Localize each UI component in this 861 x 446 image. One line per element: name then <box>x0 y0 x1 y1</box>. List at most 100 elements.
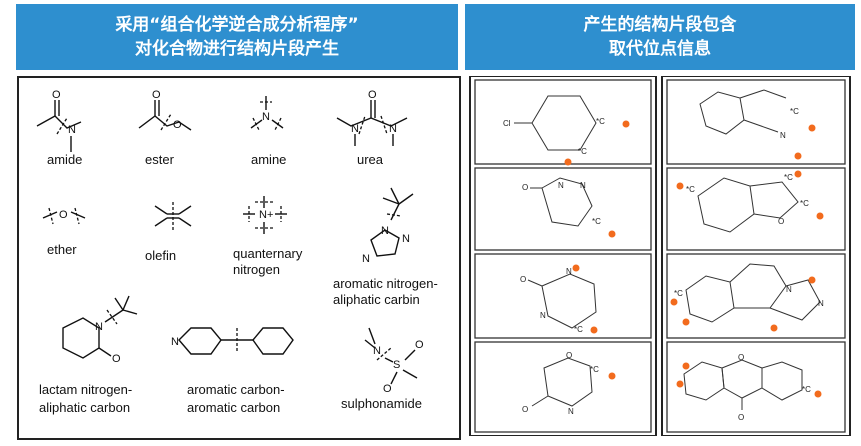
site-marker <box>816 212 824 220</box>
site-marker <box>676 380 684 388</box>
site-marker <box>670 298 678 306</box>
frag3-o: O <box>522 183 528 192</box>
ester-o2: O <box>173 119 182 131</box>
frag7-c: *C <box>590 365 599 374</box>
site-marker <box>590 326 598 334</box>
label-lactam-2: aliphatic carbon <box>39 400 130 415</box>
frag1-c: *C <box>578 147 587 156</box>
fragment-pyridazinone: O N N *C <box>522 177 601 227</box>
pyridine-n: N <box>171 336 179 348</box>
lactam-o: O <box>112 353 121 365</box>
triazole-n1: N <box>381 225 389 237</box>
site-marker <box>682 318 690 326</box>
left-header: 采用“组合化学逆合成分析程序” 对化合物进行结构片段产生 <box>16 4 458 70</box>
fragment-tricyclic: N N *C <box>674 263 824 323</box>
frag3-n1: N <box>558 181 564 190</box>
fragment-pyrimidinone: O N N *C <box>520 267 597 334</box>
frag1-cl: Cl <box>503 119 511 128</box>
label-aromatic-n-1: aromatic nitrogen- <box>333 276 438 291</box>
amine-n: N <box>262 111 270 123</box>
site-marker <box>808 276 816 284</box>
site-marker <box>564 158 572 166</box>
label-aromatic-n-2: aliphatic carbin <box>333 292 420 307</box>
fragment-benzofuran: O *C *C *C <box>686 173 809 233</box>
frag6-n2: N <box>818 299 824 308</box>
label-amine: amine <box>251 152 286 167</box>
frag3-c: *C <box>592 217 601 226</box>
lactam-n: N <box>95 321 103 333</box>
frag5-o: O <box>520 275 526 284</box>
ester-o1: O <box>152 89 161 101</box>
frag6-c1: *C <box>674 289 683 298</box>
frag4-c2: *C <box>784 173 793 182</box>
site-marker <box>608 372 616 380</box>
frag4-c3: *C <box>800 199 809 208</box>
site-marker <box>770 324 778 332</box>
site-marker <box>622 120 630 128</box>
urea-n2: N <box>389 123 397 135</box>
right-header: 产生的结构片段包含 取代位点信息 <box>465 4 855 70</box>
label-ester: ester <box>145 152 175 167</box>
frag3-n2: N <box>580 181 586 190</box>
label-quaternary-2: nitrogen <box>233 262 280 277</box>
sulfonamide-n: N <box>373 345 381 357</box>
sulphonamide-structure: N S O O <box>364 327 424 395</box>
frag5-n1: N <box>566 267 572 276</box>
triazole-n3: N <box>362 253 370 265</box>
site-marker <box>794 152 802 160</box>
frag7-o: O <box>566 351 572 360</box>
frag8-o2: O <box>738 413 744 422</box>
frag8-o: O <box>738 353 744 362</box>
urea-o: O <box>368 89 377 101</box>
frag7-o2: O <box>522 405 528 414</box>
amide-o: O <box>52 89 61 101</box>
substitution-sites-panel: Cl *C *C N *C O N N *C O *C *C *C O <box>468 76 852 436</box>
quaternary-nitrogen-structure: N+ <box>243 196 287 234</box>
amide-structure: O N <box>36 89 82 152</box>
frag8-c: *C <box>802 385 811 394</box>
left-header-line2: 对化合物进行结构片段产生 <box>135 39 339 59</box>
label-quaternary-1: quanternary <box>233 246 303 261</box>
left-header-line1: 采用“组合化学逆合成分析程序” <box>115 15 359 35</box>
fragment-morpholinone: O N O *C <box>522 351 599 416</box>
label-urea: urea <box>357 152 384 167</box>
label-lactam-1: lactam nitrogen- <box>39 382 132 397</box>
olefin-structure <box>154 202 192 230</box>
fragment-indoline: N *C <box>699 89 799 140</box>
aromatic-n-aliphatic-c-structure: N N N <box>362 187 414 265</box>
fragment-chlorobenzene: Cl *C *C <box>503 95 605 156</box>
biaryl-structure: N <box>171 327 294 355</box>
site-marker <box>572 264 580 272</box>
urea-n1: N <box>351 123 359 135</box>
frag2-c: *C <box>790 107 799 116</box>
label-biaryl-1: aromatic carbon- <box>187 382 285 397</box>
fragment-types-drawing: O N amide O O ester N amine O N N urea O… <box>36 89 438 415</box>
ether-o: O <box>59 209 68 221</box>
right-header-line1: 产生的结构片段包含 <box>583 15 737 35</box>
quat-n: N+ <box>259 209 273 221</box>
right-header-line2: 取代位点信息 <box>609 39 711 59</box>
site-marker <box>608 230 616 238</box>
amide-n: N <box>68 124 76 136</box>
label-biaryl-2: aromatic carbon <box>187 400 280 415</box>
frag4-o: O <box>778 217 784 226</box>
ester-structure: O O <box>138 89 192 131</box>
fragment-xanthone: O O *C <box>683 353 811 422</box>
triazole-n2: N <box>402 233 410 245</box>
frag7-n: N <box>568 407 574 416</box>
label-sulphonamide: sulphonamide <box>341 396 422 411</box>
frag1-c2: *C <box>596 117 605 126</box>
frag2-n: N <box>780 131 786 140</box>
frag6-n1: N <box>786 285 792 294</box>
site-marker <box>682 362 690 370</box>
urea-structure: O N N <box>336 89 408 146</box>
frag5-n2: N <box>540 311 546 320</box>
substitution-sites-drawing: Cl *C *C N *C O N N *C O *C *C *C O <box>469 76 851 436</box>
label-ether: ether <box>47 242 77 257</box>
site-marker <box>814 390 822 398</box>
ether-structure: O <box>42 207 86 225</box>
sulfonamide-o2: O <box>383 383 392 395</box>
label-amide: amide <box>47 152 82 167</box>
label-olefin: olefin <box>145 248 176 263</box>
frag4-c1: *C <box>686 185 695 194</box>
